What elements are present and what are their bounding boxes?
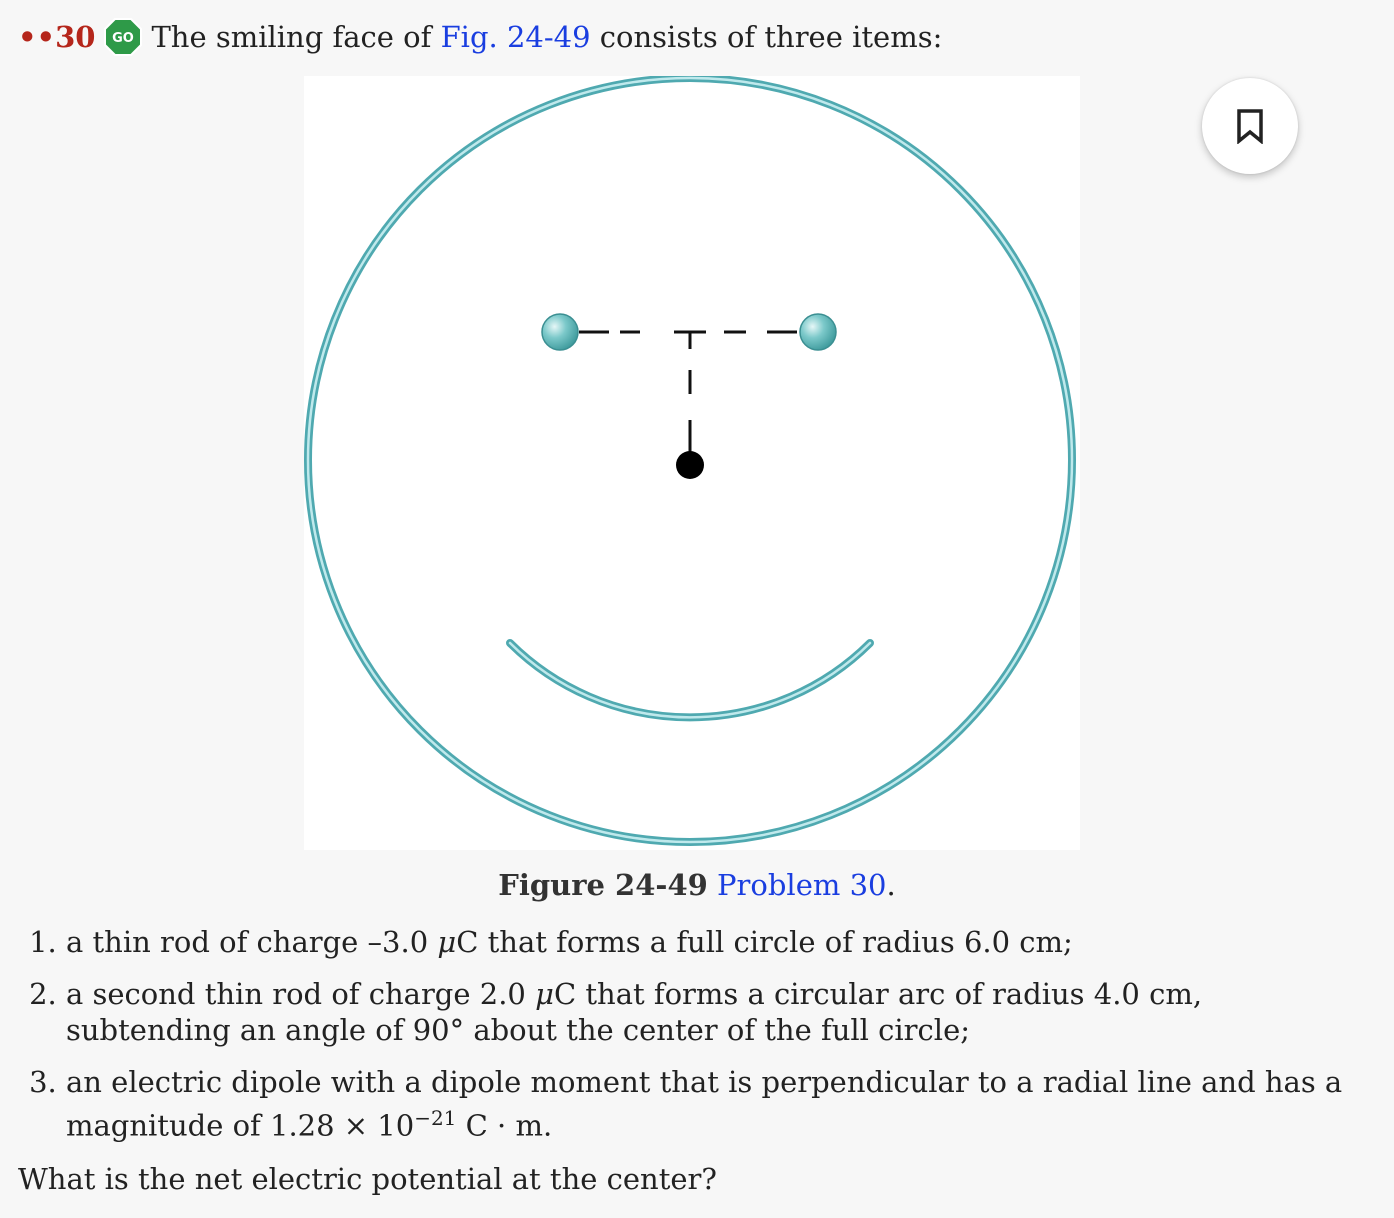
figure-link[interactable]: Fig. 24-49 — [440, 20, 591, 54]
list-item: an electric dipole with a dipole moment … — [66, 1064, 1374, 1144]
items-list: a thin rod of charge –3.0 μC that forms … — [18, 924, 1374, 1160]
list-item: a second thin rod of charge 2.0 μC that … — [66, 976, 1374, 1048]
bookmark-button[interactable] — [1202, 78, 1298, 174]
smiling-face-diagram — [304, 76, 1076, 846]
go-badge-icon[interactable]: GO — [103, 17, 143, 57]
caption-problem-link[interactable]: Problem 30 — [717, 868, 887, 902]
center-point — [676, 451, 704, 479]
figure-24-49 — [304, 76, 1080, 850]
dipole — [541, 313, 837, 454]
caption-period: . — [886, 868, 896, 902]
problem-stem: The smiling face of Fig. 24-49 consists … — [151, 20, 943, 54]
problem-header: ••30 GO The smiling face of Fig. 24-49 c… — [18, 12, 942, 62]
dipole-charge-left — [541, 313, 579, 351]
svg-text:GO: GO — [113, 31, 135, 46]
figure-caption: Figure 24-49 Problem 30. — [0, 868, 1394, 902]
question-text: What is the net electric potential at th… — [18, 1162, 717, 1196]
bookmark-icon — [1237, 109, 1263, 144]
dipole-charge-right — [799, 313, 837, 351]
problem-number: ••30 — [18, 20, 96, 54]
arc-rod — [506, 639, 874, 722]
list-item: a thin rod of charge –3.0 μC that forms … — [66, 924, 1374, 960]
caption-label: Figure 24-49 — [498, 868, 708, 902]
full-circle-rod — [304, 76, 1076, 846]
